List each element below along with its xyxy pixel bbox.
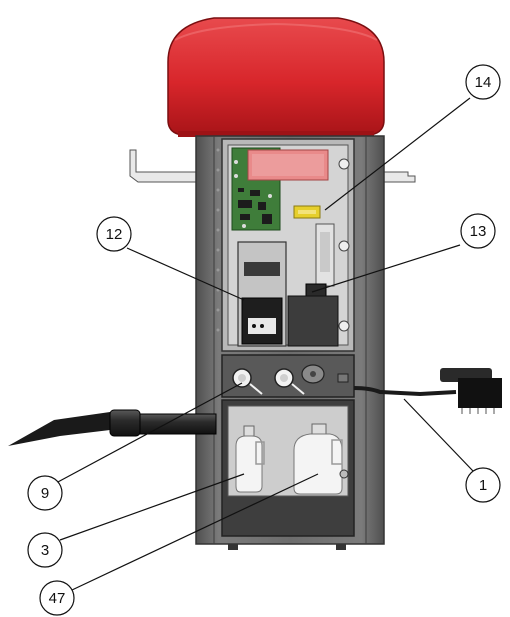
control-module bbox=[305, 223, 335, 297]
red-dome bbox=[167, 17, 385, 137]
payment-unit bbox=[237, 241, 339, 347]
callout-14: 14 bbox=[465, 64, 501, 100]
callout-9-label: 9 bbox=[41, 485, 49, 502]
control-panel bbox=[221, 354, 355, 398]
callout-9: 9 bbox=[27, 475, 63, 511]
callout-14-label: 14 bbox=[475, 74, 492, 91]
callout-1-label: 1 bbox=[479, 477, 487, 494]
callout-47-label: 47 bbox=[49, 590, 66, 607]
callout-12-label: 12 bbox=[106, 226, 123, 243]
bottle-compartment bbox=[221, 399, 355, 537]
callout-47: 47 bbox=[39, 580, 75, 616]
circuit-board bbox=[231, 147, 329, 231]
callout-3-label: 3 bbox=[41, 542, 49, 559]
callout-13-label: 13 bbox=[470, 223, 487, 240]
callout-12: 12 bbox=[96, 216, 132, 252]
leader-lines bbox=[55, 97, 474, 591]
cord-and-brush bbox=[353, 368, 502, 414]
callout-3: 3 bbox=[27, 532, 63, 568]
column-feet bbox=[228, 544, 346, 550]
vacuum-hose bbox=[8, 409, 217, 446]
bottle-left bbox=[235, 425, 265, 493]
callout-13: 13 bbox=[460, 213, 496, 249]
relay-component bbox=[293, 205, 321, 219]
callout-1: 1 bbox=[465, 467, 501, 503]
